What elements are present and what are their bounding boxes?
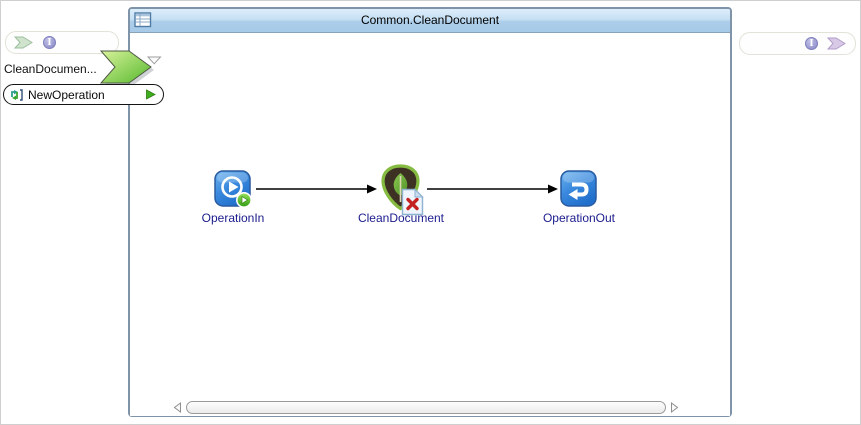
back-chevron-icon[interactable]: [827, 37, 847, 50]
forward-chevron-icon[interactable]: [14, 36, 34, 49]
right-toolbar: I: [739, 32, 856, 55]
play-circle-icon[interactable]: [214, 170, 254, 210]
diagram-title: Common.CleanDocument: [360, 13, 500, 27]
diagram-panel: Common.CleanDocument Oper: [128, 7, 732, 417]
scrollbar-track[interactable]: [186, 400, 666, 414]
left-toolbar: I: [5, 31, 119, 54]
collapse-triangle-icon[interactable]: [147, 56, 162, 65]
diagram-content[interactable]: OperationIn CleanDocument Opera: [130, 33, 730, 416]
table-icon: [134, 12, 152, 28]
operation-name-label: CleanDocumen...: [4, 62, 97, 76]
return-arrow-icon[interactable]: [560, 170, 600, 210]
node-label-operation-in[interactable]: OperationIn: [201, 211, 265, 225]
operation-sync-icon: [11, 88, 23, 101]
node-label-clean-document[interactable]: CleanDocument: [357, 211, 445, 225]
horizontal-scrollbar[interactable]: [130, 399, 730, 415]
info-icon[interactable]: I: [43, 36, 56, 49]
operation-arrow-icon[interactable]: [98, 47, 156, 89]
new-operation-label: NewOperation: [28, 87, 105, 102]
flow-edges: [256, 184, 558, 194]
new-operation-item[interactable]: NewOperation: [3, 84, 164, 105]
scrollbar-thumb[interactable]: [187, 402, 665, 413]
info-icon[interactable]: I: [805, 37, 818, 50]
run-play-icon[interactable]: [145, 89, 156, 100]
diagram-titlebar[interactable]: Common.CleanDocument: [130, 9, 730, 33]
document-error-badge: [401, 188, 424, 216]
scroll-left-icon[interactable]: [173, 401, 182, 413]
node-label-operation-out[interactable]: OperationOut: [542, 211, 616, 225]
scroll-right-icon[interactable]: [670, 401, 679, 413]
